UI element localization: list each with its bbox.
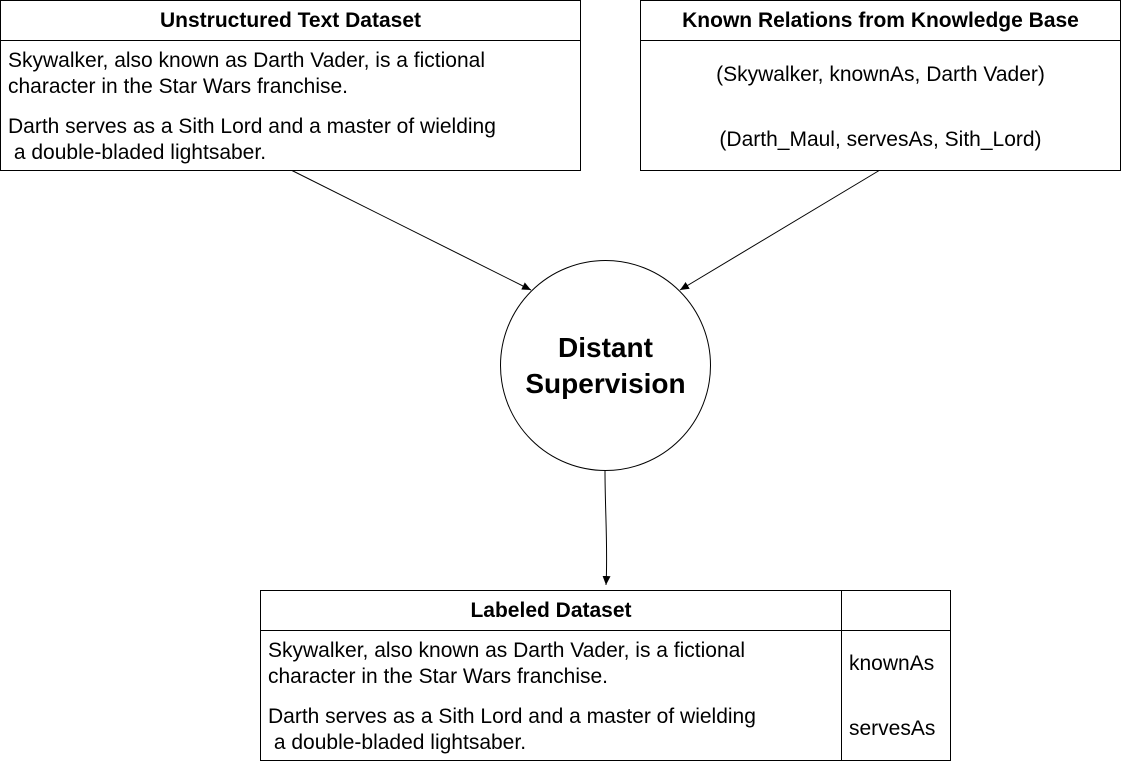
arrow-supervision-to-labeled <box>602 470 611 586</box>
labeled-row-2-text: Darth serves as a Sith Lord and a master… <box>268 705 756 754</box>
unstructured-text-dataset-box: Unstructured Text Dataset Skywalker, als… <box>0 0 581 171</box>
unstructured-sentence-1: Skywalker, also known as Darth Vader, is… <box>8 49 486 98</box>
unstructured-sentence-2: Darth serves as a Sith Lord and a master… <box>8 115 496 164</box>
arrow-kb-to-supervision <box>679 169 881 291</box>
known-relation-2: (Darth_Maul, servesAs, Sith_Lord) <box>719 128 1042 151</box>
labeled-dataset-table: Labeled Dataset Skywalker, also known as… <box>260 590 951 761</box>
distant-supervision-label-line2: Supervision <box>525 367 686 399</box>
known-relations-title: Known Relations from Knowledge Base <box>641 1 1120 41</box>
arrow-text-to-supervision <box>290 169 532 291</box>
known-relation-1: (Skywalker, knownAs, Darth Vader) <box>716 63 1045 86</box>
table-header-divider <box>261 630 950 631</box>
table-column-divider <box>841 591 842 760</box>
labeled-dataset-title: Labeled Dataset <box>470 599 632 622</box>
distant-supervision-label-line1: Distant <box>558 331 653 363</box>
distant-supervision-node: Distant Supervision <box>500 260 711 471</box>
labeled-row-2-label: servesAs <box>849 717 936 740</box>
label-column-header <box>842 591 950 631</box>
labeled-row-1-label: knownAs <box>849 652 935 675</box>
unstructured-text-dataset-title: Unstructured Text Dataset <box>1 1 580 41</box>
labeled-row-1-text: Skywalker, also known as Darth Vader, is… <box>268 639 746 688</box>
known-relations-box: Known Relations from Knowledge Base (Sky… <box>640 0 1121 171</box>
